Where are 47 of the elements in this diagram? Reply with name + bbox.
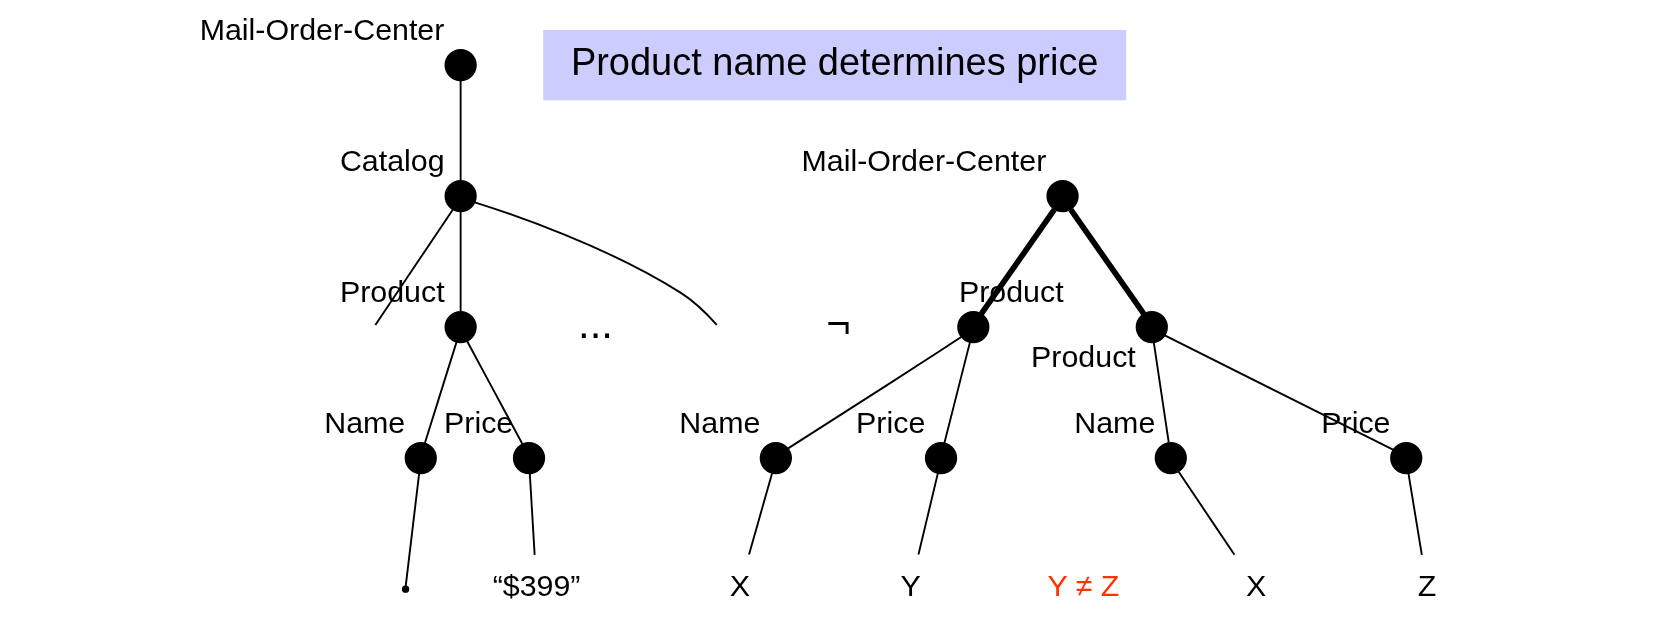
- label: ¬: [825, 299, 851, 347]
- node-circle: [444, 179, 477, 213]
- node-circle: [444, 310, 477, 344]
- node-text: X: [1245, 568, 1266, 603]
- connector: [465, 340, 523, 446]
- connector: [1163, 334, 1394, 451]
- node-text: Y: [900, 568, 921, 603]
- connector: [917, 472, 939, 556]
- node-circle: [512, 441, 545, 475]
- connector: [459, 79, 462, 182]
- connector: [404, 472, 420, 588]
- connector: [459, 210, 462, 313]
- connector: [473, 201, 718, 326]
- node-label: Catalog: [339, 143, 445, 178]
- node-text: Z: [1417, 568, 1436, 603]
- node-circle: [956, 310, 989, 344]
- node-text: “$399”: [492, 568, 580, 603]
- connector: [942, 341, 971, 444]
- node-label: Name: [1073, 405, 1155, 440]
- node-label: Mail-Order-Center: [199, 11, 444, 46]
- label: Y ≠ Z: [1047, 568, 1119, 603]
- node-circle: [404, 441, 437, 475]
- connector: [423, 341, 457, 444]
- connector: [1177, 470, 1235, 556]
- node-circle: [1389, 441, 1422, 475]
- node-circle: [924, 441, 957, 475]
- node-label: Name: [678, 405, 760, 440]
- node-circle: [1135, 310, 1168, 344]
- connector: [1152, 341, 1170, 444]
- node-circle: [759, 441, 792, 475]
- node-circle: [1154, 441, 1187, 475]
- connector: [528, 472, 536, 556]
- connector: [747, 472, 773, 556]
- node-box: Product name determines price: [542, 29, 1126, 101]
- connector: [1407, 472, 1423, 556]
- node-circle: [1045, 179, 1079, 213]
- connector: [1067, 208, 1146, 316]
- node-point: [401, 585, 409, 593]
- node-label: Mail-Order-Center: [801, 143, 1046, 178]
- connector: [786, 336, 962, 450]
- label: ...: [577, 299, 613, 347]
- node-label: Price: [443, 405, 513, 440]
- node-label: Price: [855, 405, 925, 440]
- node-label: Product: [1030, 338, 1136, 373]
- node-text: X: [729, 568, 750, 603]
- node-circle: [444, 48, 477, 82]
- node-label: Name: [323, 405, 405, 440]
